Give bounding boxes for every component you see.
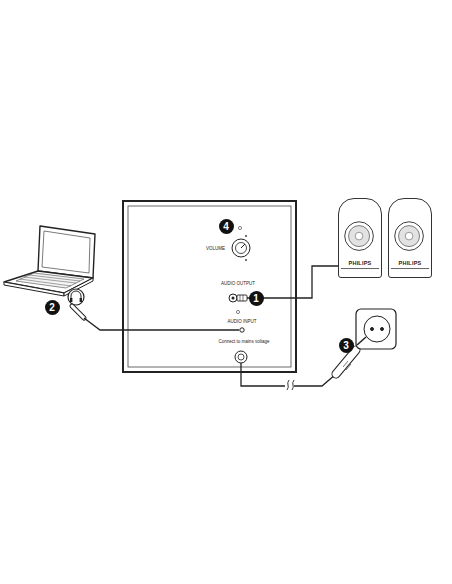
mains-cable <box>241 363 336 390</box>
callout-number: 4 <box>219 219 234 234</box>
speaker: PHILIPS <box>388 198 432 278</box>
wall-outlet <box>356 309 396 349</box>
callout-number: 1 <box>249 291 264 306</box>
mains-connector <box>235 351 247 363</box>
jack-label: AUDIO OUTPUT <box>220 282 256 287</box>
speaker-cable <box>297 266 338 298</box>
callout-number: 2 <box>45 300 60 315</box>
panel-frame <box>128 206 291 367</box>
volume-knob <box>232 226 250 261</box>
brand-label: PHILIPS <box>399 261 422 267</box>
callout-number: 3 <box>339 338 354 353</box>
brand-label: PHILIPS <box>349 261 372 267</box>
laptop <box>4 226 95 296</box>
speaker: PHILIPS <box>338 198 382 278</box>
jack-label: AUDIO INPUT <box>226 320 257 325</box>
mains-label: Connect to mains voltage <box>218 340 271 345</box>
knob-label: VOLUME <box>205 247 226 252</box>
headphone-jack <box>68 289 239 330</box>
subwoofer-back-panel: VOLUME AUDIO OUTPUT AUDIO INPUT Connect to … <box>122 200 297 373</box>
